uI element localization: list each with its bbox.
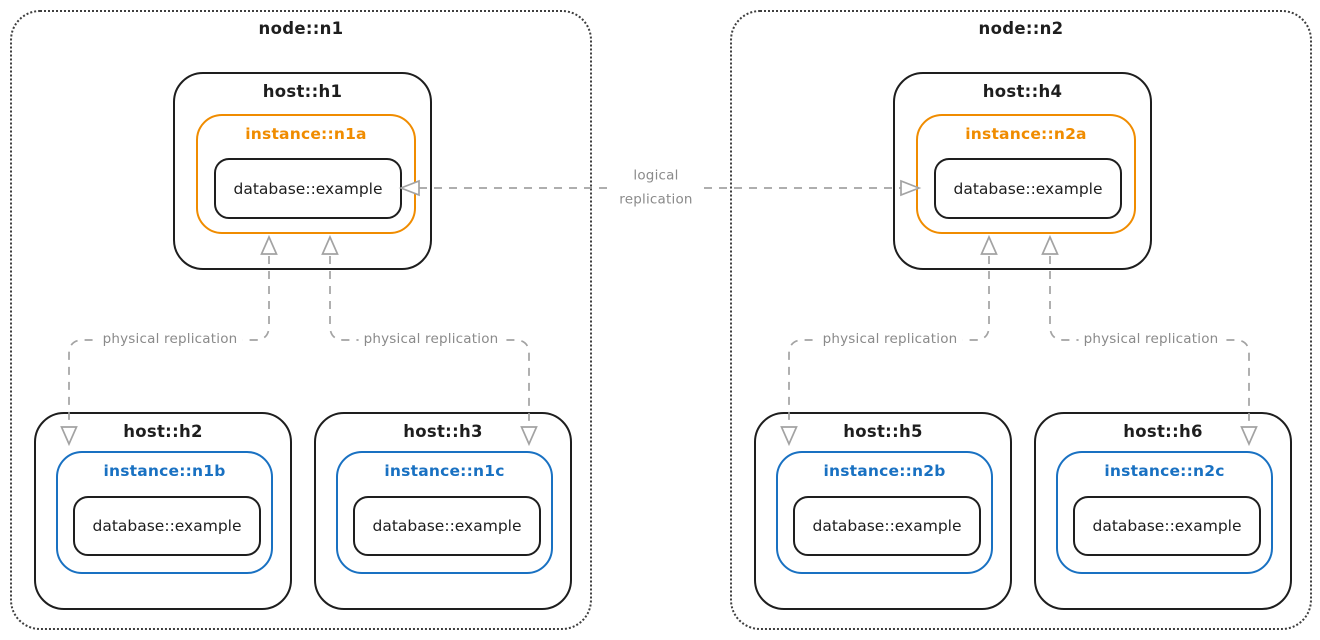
instance-title: instance::n1c (384, 462, 505, 480)
database-label: database::example (372, 517, 522, 535)
database-box: database::example (353, 496, 541, 556)
database-label: database::example (812, 517, 962, 535)
database-box: database::example (934, 158, 1122, 219)
host-title: host::h4 (982, 82, 1063, 101)
instance-title: instance::n1a (245, 125, 367, 143)
host-box-h1: host::h1 instance::n1a database::example (173, 72, 432, 270)
database-box: database::example (793, 496, 981, 556)
database-box: database::example (1073, 496, 1261, 556)
host-title: host::h3 (403, 422, 483, 441)
host-box-h2: host::h2 instance::n1b database::example (34, 412, 292, 610)
database-box: database::example (73, 496, 261, 556)
instance-box-n2c: instance::n2c database::example (1056, 451, 1273, 574)
database-label: database::example (1092, 517, 1242, 535)
database-box: database::example (214, 158, 402, 219)
instance-title: instance::n2c (1104, 462, 1225, 480)
host-title: host::h1 (262, 82, 343, 101)
node-box-n1: node::n1 host::h1 instance::n1a database… (10, 10, 592, 630)
logical-replication-label-line2: replication (619, 191, 693, 207)
instance-box-n1c: instance::n1c database::example (336, 451, 553, 574)
host-title: host::h5 (843, 422, 923, 441)
logical-replication-label: logical replication (612, 164, 700, 212)
database-label: database::example (953, 179, 1103, 198)
host-box-h5: host::h5 instance::n2b database::example (754, 412, 1012, 610)
instance-title: instance::n2a (965, 125, 1087, 143)
node-title: node::n1 (258, 19, 344, 38)
instance-title: instance::n1b (103, 462, 226, 480)
database-label: database::example (233, 179, 383, 198)
host-box-h4: host::h4 instance::n2a database::example (893, 72, 1152, 270)
instance-title: instance::n2b (823, 462, 946, 480)
host-box-h3: host::h3 instance::n1c database::example (314, 412, 572, 610)
host-title: host::h6 (1123, 422, 1203, 441)
node-box-n2: node::n2 host::h4 instance::n2a database… (730, 10, 1312, 630)
host-title: host::h2 (123, 422, 203, 441)
host-box-h6: host::h6 instance::n2c database::example (1034, 412, 1292, 610)
node-title: node::n2 (978, 19, 1064, 38)
instance-box-n1b: instance::n1b database::example (56, 451, 273, 574)
logical-replication-label-line1: logical (633, 167, 679, 184)
instance-box-n1a: instance::n1a database::example (196, 114, 416, 234)
instance-box-n2a: instance::n2a database::example (916, 114, 1136, 234)
database-label: database::example (92, 517, 242, 535)
instance-box-n2b: instance::n2b database::example (776, 451, 993, 574)
